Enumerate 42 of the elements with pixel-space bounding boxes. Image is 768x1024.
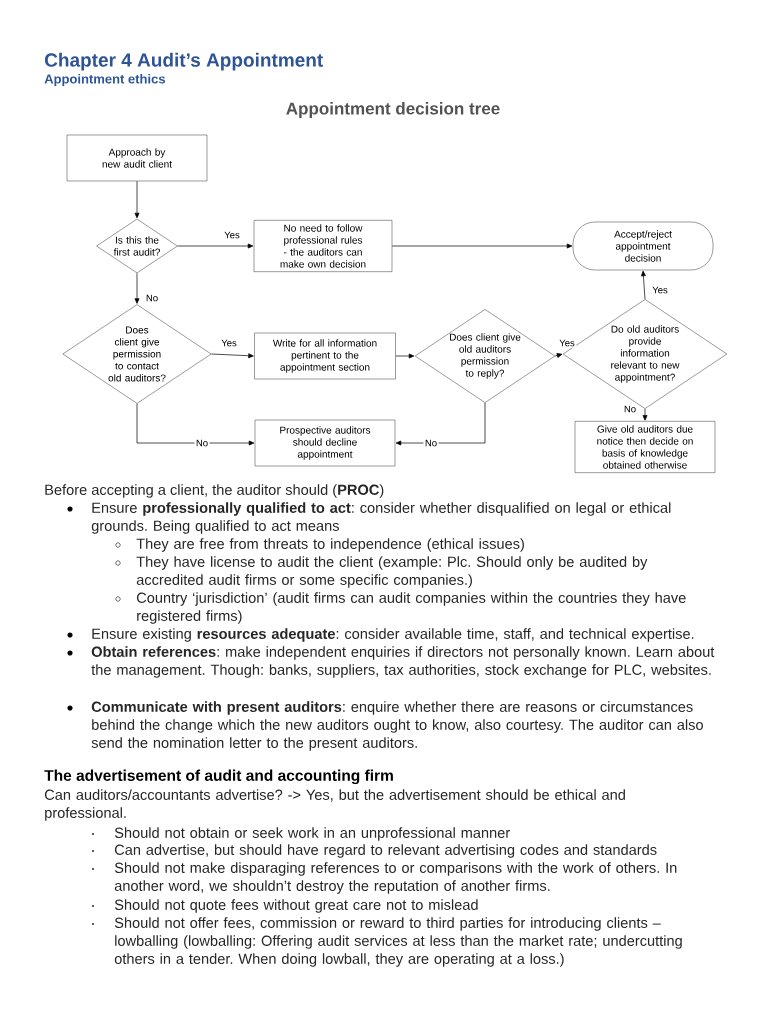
- paragraph: Ensure professionally qualified to act: consider whether disqualified on legal or ethical grounds. Being qualified to act means: [91, 502, 671, 534]
- paragraph: Before accepting a client, the auditor should (PROC): [45, 484, 384, 498]
- edge-label: Yes: [557, 338, 577, 348]
- edge-label: No: [423, 438, 439, 448]
- process-box: Approach by new audit client: [66, 134, 208, 182]
- process-box: Write for all information pertinent to the appointment section: [254, 332, 396, 380]
- paragraph: Should not offer fees, commission or reward to third parties for introducing clients – lowballing (lowballing: Offering audit services at less than the market rate; undercutting others in a tender. When doing lowball, they are operating at a loss.): [114, 917, 682, 967]
- arrow: [395, 402, 486, 446]
- paragraph: They are free from threats to independence (ethical issues): [136, 538, 524, 552]
- heading: Chapter 4 Audit’s Appointment: [45, 52, 323, 71]
- arrow: [391, 243, 573, 249]
- paragraph: Ensure existing resources adequate: consider available time, staff, and technical expertise.: [92, 628, 694, 642]
- edge-label: No: [194, 438, 210, 448]
- edge-label: Yes: [222, 230, 242, 240]
- edge-label: No: [144, 293, 160, 303]
- subheading: Appointment ethics: [44, 73, 165, 87]
- paragraph: Should not quote fees without great care not to mislead: [114, 899, 478, 913]
- process-box: Give old auditors due notice then decide on basis of knowledge obtained otherwise: [574, 421, 716, 473]
- paragraph: Should not obtain or seek work in an unprofessional manner: [114, 827, 510, 841]
- process-box: Prospective auditors should decline appointment: [254, 419, 396, 467]
- arrow: [395, 353, 415, 359]
- terminal-box: Accept/reject appointment decision: [572, 221, 714, 271]
- arrow: [134, 180, 140, 219]
- edge-label: Yes: [650, 285, 670, 295]
- process-box: No need to follow professional rules - the auditors can make own decision: [253, 220, 393, 272]
- arrow: [642, 408, 648, 421]
- arrow: [554, 353, 563, 358]
- edge-label: Yes: [219, 338, 239, 348]
- paragraph: Should not make disparaging references to or comparisons with the work of others. In another word, we shouldn’t destroy the reputation of another firms.: [114, 862, 677, 894]
- paragraph: Communicate with present auditors: enquire whether there are reasons or circumstances behind the change which the new auditors ought to know, also courtesy. The auditor can also send the nomination letter to the present auditors.: [91, 701, 703, 751]
- paragraph: Country ‘jurisdiction’ (audit firms can audit companies within the countries they have registered firms): [136, 592, 686, 624]
- arrow: [136, 403, 255, 446]
- paragraph: Obtain references: make independent enquiries if directors not personally known. Learn about the management. Though: banks, suppliers, tax authorities, stock exchange for PLC, websites.: [91, 646, 715, 678]
- diagram-title: Appointment decision tree: [286, 102, 500, 118]
- arrow: [177, 243, 254, 249]
- arrow: [641, 270, 646, 300]
- section-heading: The advertisement of audit and accounting firm: [44, 769, 393, 785]
- paragraph: They have license to audit the client (example: Plc. Should only be audited by accredited audit firms or some specific companies.): [136, 556, 648, 588]
- paragraph: Can auditors/accountants advertise? -> Yes, but the advertisement should be ethical and professional.: [44, 789, 625, 821]
- arrow: [211, 353, 254, 359]
- arrow: [134, 272, 140, 304]
- paragraph: Can advertise, but should have regard to relevant advertising codes and standards: [114, 844, 657, 858]
